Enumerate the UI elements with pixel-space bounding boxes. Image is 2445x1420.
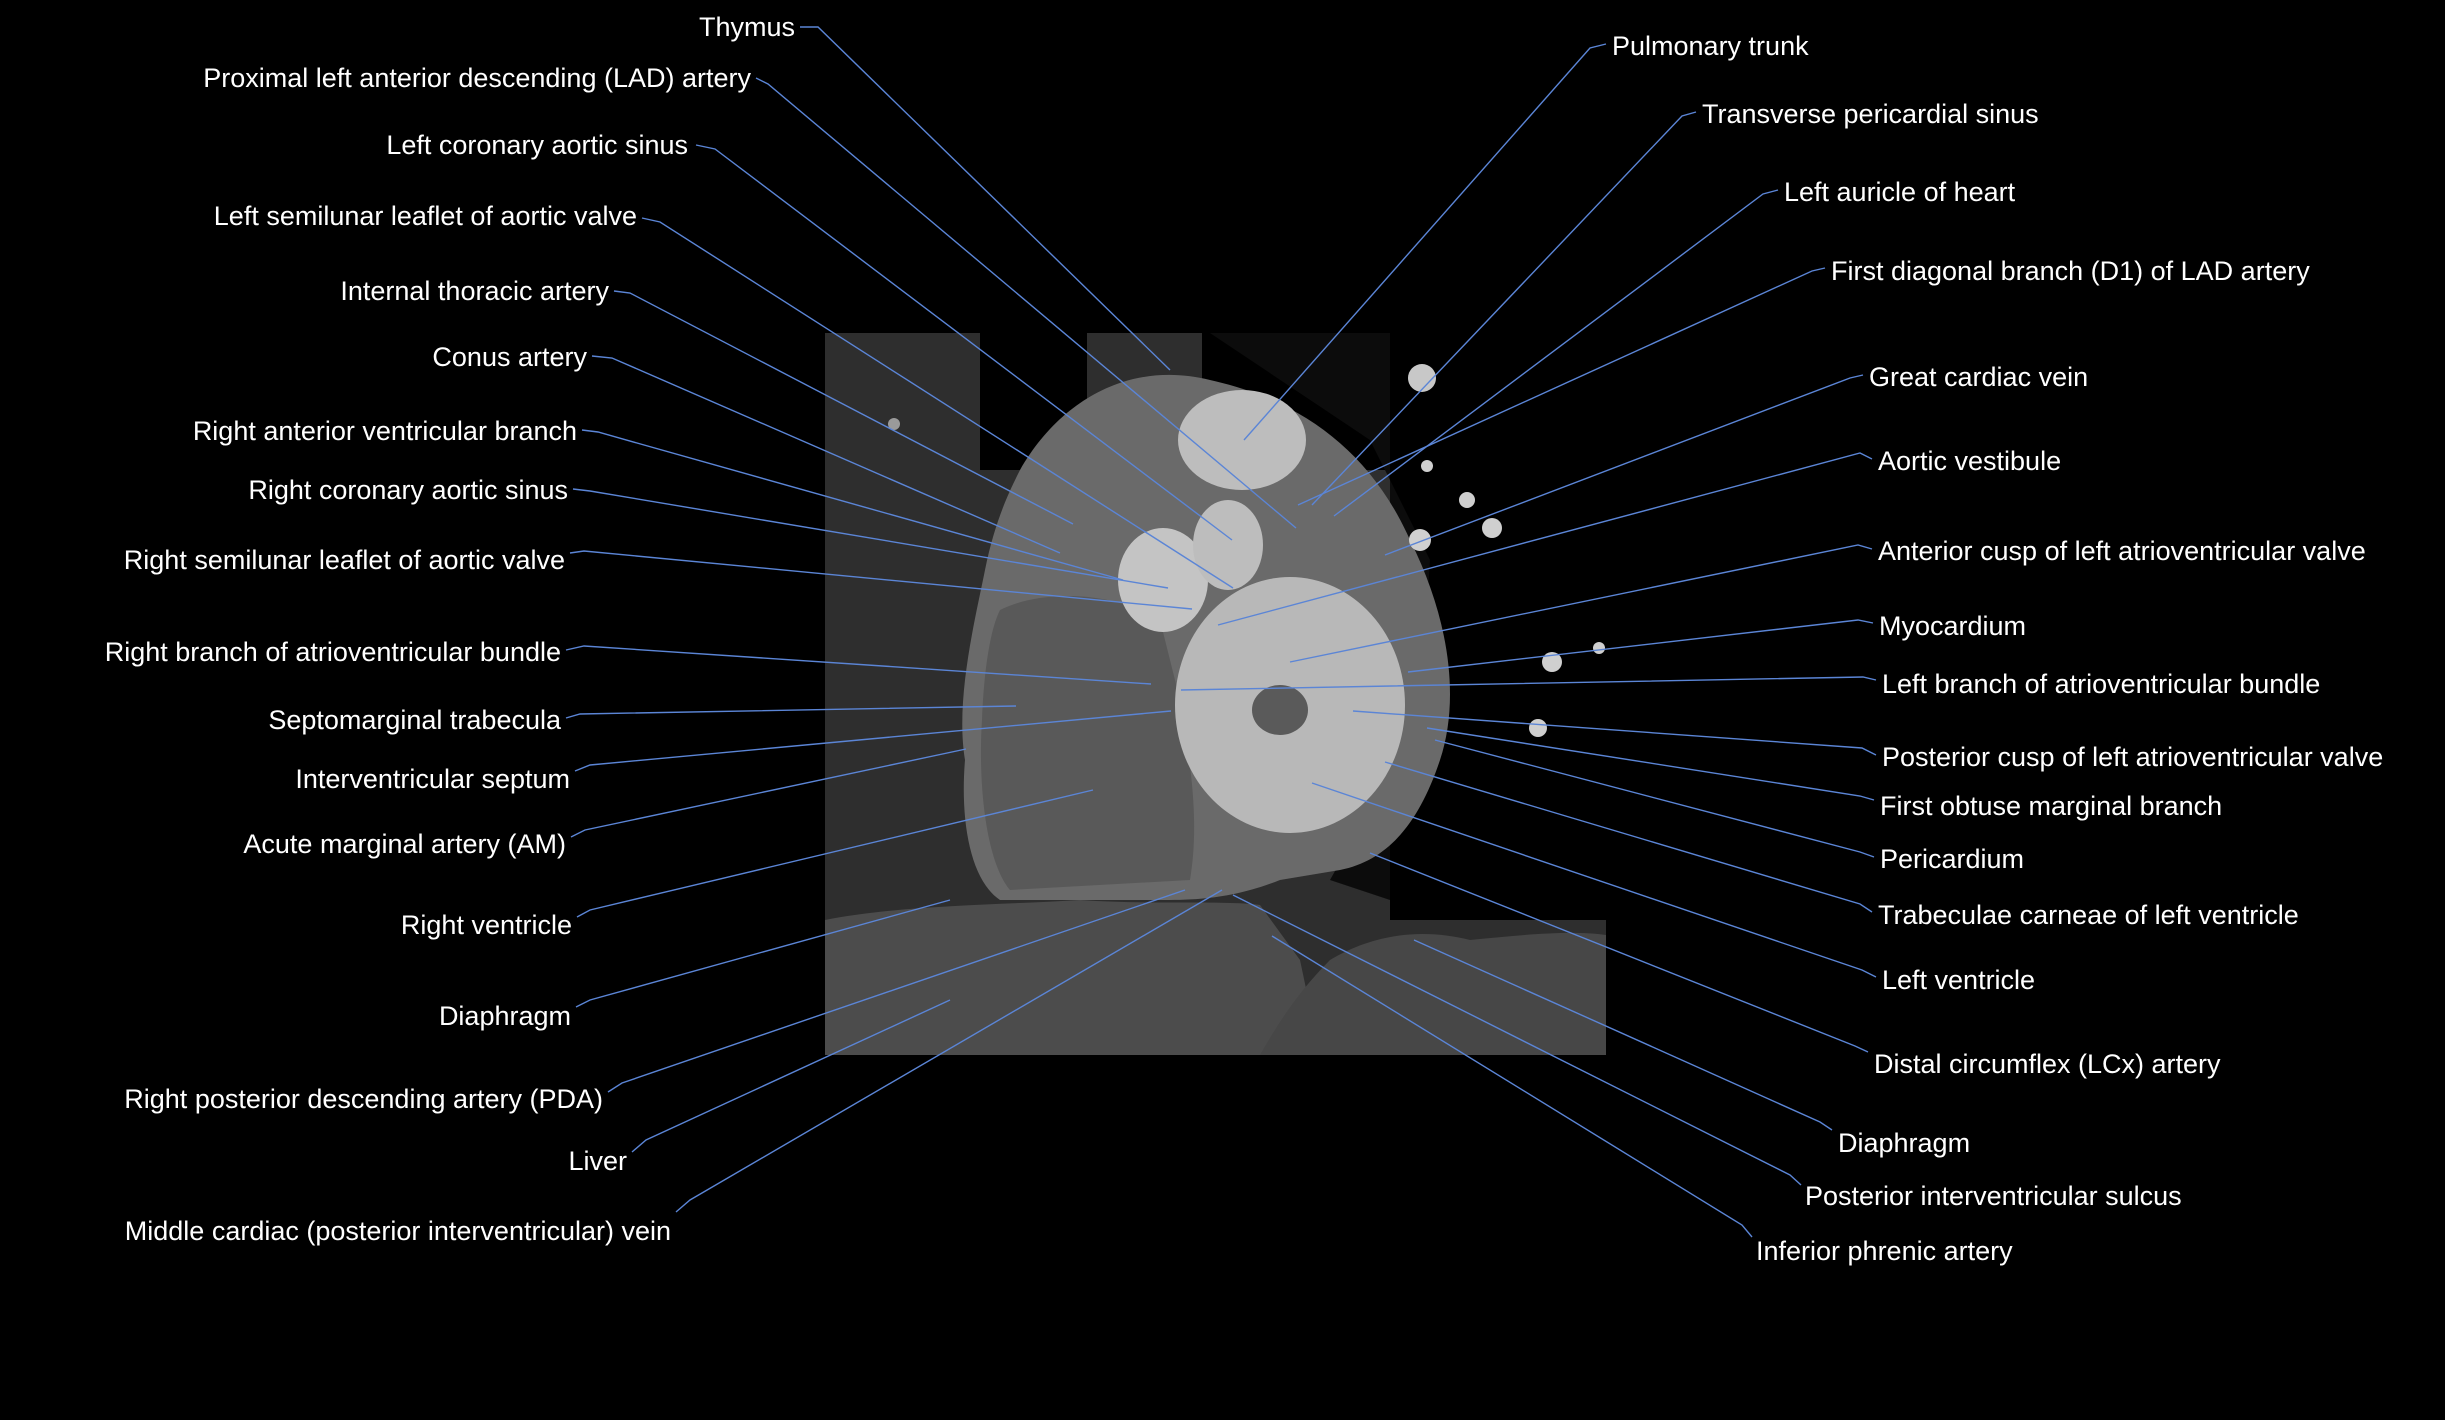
label-distal-circumflex: Distal circumflex (LCx) artery [1369,852,2221,1079]
label-text: Left semilunar leaflet of aortic valve [214,201,637,231]
label-text: Pulmonary trunk [1612,31,1809,61]
label-liver: Liver [568,999,951,1176]
label-text: Conus artery [432,342,587,372]
label-text: Anterior cusp of left atrioventricular v… [1878,536,2366,566]
label-first-obtuse-marginal: First obtuse marginal branch [1426,727,2222,821]
left-labels: Thymus Proximal left anterior descending… [105,12,1297,1246]
pulmonary-trunk-shape [1178,390,1306,490]
label-proximal-lad-artery: Proximal left anterior descending (LAD) … [203,63,1297,529]
label-great-cardiac-vein: Great cardiac vein [1384,362,2088,556]
label-text: Distal circumflex (LCx) artery [1874,1049,2221,1079]
label-pericardium: Pericardium [1434,739,2024,874]
label-text: Great cardiac vein [1869,362,2088,392]
label-text: Thymus [699,12,795,42]
label-right-anterior-ventricular-branch: Right anterior ventricular branch [193,416,1124,581]
label-text: Left ventricle [1882,965,2035,995]
label-trabeculae-carneae: Trabeculae carneae of left ventricle [1384,761,2299,930]
label-text: Internal thoracic artery [340,276,609,306]
label-diaphragm-left: Diaphragm [439,899,951,1031]
right-labels: Pulmonary trunk Transverse pericardial s… [1180,31,2383,1266]
label-text: Diaphragm [439,1001,571,1031]
label-text: Middle cardiac (posterior interventricul… [125,1216,671,1246]
label-posterior-cusp: Posterior cusp of left atrioventricular … [1352,710,2383,772]
label-text: Inferior phrenic artery [1756,1236,2013,1266]
label-text: Interventricular septum [295,764,570,794]
label-interventricular-septum: Interventricular septum [295,710,1172,794]
label-aortic-vestibule: Aortic vestibule [1217,446,2061,626]
label-septomarginal-trabecula: Septomarginal trabecula [268,705,1017,735]
label-transverse-pericardial-sinus: Transverse pericardial sinus [1311,99,2039,506]
label-right-coronary-aortic-sinus: Right coronary aortic sinus [248,475,1169,589]
label-right-ventricle: Right ventricle [401,789,1094,940]
label-left-branch-av-bundle: Left branch of atrioventricular bundle [1180,669,2320,699]
label-text: Diaphragm [1838,1128,1970,1158]
label-right-semilunar-leaflet: Right semilunar leaflet of aortic valve [124,545,1193,610]
label-posterior-interventricular-sulcus: Posterior interventricular sulcus [1232,894,2182,1211]
label-text: Posterior cusp of left atrioventricular … [1882,742,2383,772]
label-text: Pericardium [1880,844,2024,874]
label-internal-thoracic-artery: Internal thoracic artery [340,276,1074,525]
label-anterior-cusp: Anterior cusp of left atrioventricular v… [1289,536,2366,663]
label-text: Right ventricle [401,910,572,940]
right-ventricle-shape [980,596,1195,890]
ct-scan-image [825,333,1606,1055]
label-right-branch-av-bundle: Right branch of atrioventricular bundle [105,637,1152,685]
label-text: First obtuse marginal branch [1880,791,2222,821]
label-text: Left auricle of heart [1784,177,2016,207]
label-left-coronary-aortic-sinus: Left coronary aortic sinus [386,130,1233,541]
label-text: Transverse pericardial sinus [1702,99,2039,129]
label-first-diagonal-branch: First diagonal branch (D1) of LAD artery [1297,256,2310,506]
label-text: Acute marginal artery (AM) [243,829,566,859]
label-text: Myocardium [1879,611,2026,641]
label-text: Right branch of atrioventricular bundle [105,637,561,667]
label-middle-cardiac-vein: Middle cardiac (posterior interventricul… [125,889,1223,1246]
label-pulmonary-trunk: Pulmonary trunk [1243,31,1809,441]
label-text: Posterior interventricular sulcus [1805,1181,2182,1211]
label-text: Right semilunar leaflet of aortic valve [124,545,565,575]
label-myocardium: Myocardium [1407,611,2026,673]
label-text: Right posterior descending artery (PDA) [124,1084,603,1114]
label-text: Trabeculae carneae of left ventricle [1878,900,2299,930]
label-text: Proximal left anterior descending (LAD) … [203,63,751,93]
aortic-root [1118,528,1208,632]
label-thymus: Thymus [699,12,1171,371]
label-inferior-phrenic-artery: Inferior phrenic artery [1271,935,2013,1266]
label-text: Right anterior ventricular branch [193,416,577,446]
label-text: Septomarginal trabecula [268,705,562,735]
label-text: Left branch of atrioventricular bundle [1882,669,2320,699]
label-diaphragm-right: Diaphragm [1413,939,1970,1158]
label-text: Aortic vestibule [1878,446,2061,476]
label-right-pda: Right posterior descending artery (PDA) [124,889,1186,1114]
label-left-semilunar-leaflet: Left semilunar leaflet of aortic valve [214,201,1234,589]
label-text: Liver [568,1146,627,1176]
label-acute-marginal-artery: Acute marginal artery (AM) [243,748,967,859]
label-text: First diagonal branch (D1) of LAD artery [1831,256,2310,286]
label-text: Right coronary aortic sinus [248,475,568,505]
label-left-auricle: Left auricle of heart [1333,177,2016,517]
label-text: Left coronary aortic sinus [386,130,688,160]
label-left-ventricle: Left ventricle [1311,782,2035,995]
label-conus-artery: Conus artery [432,342,1061,554]
